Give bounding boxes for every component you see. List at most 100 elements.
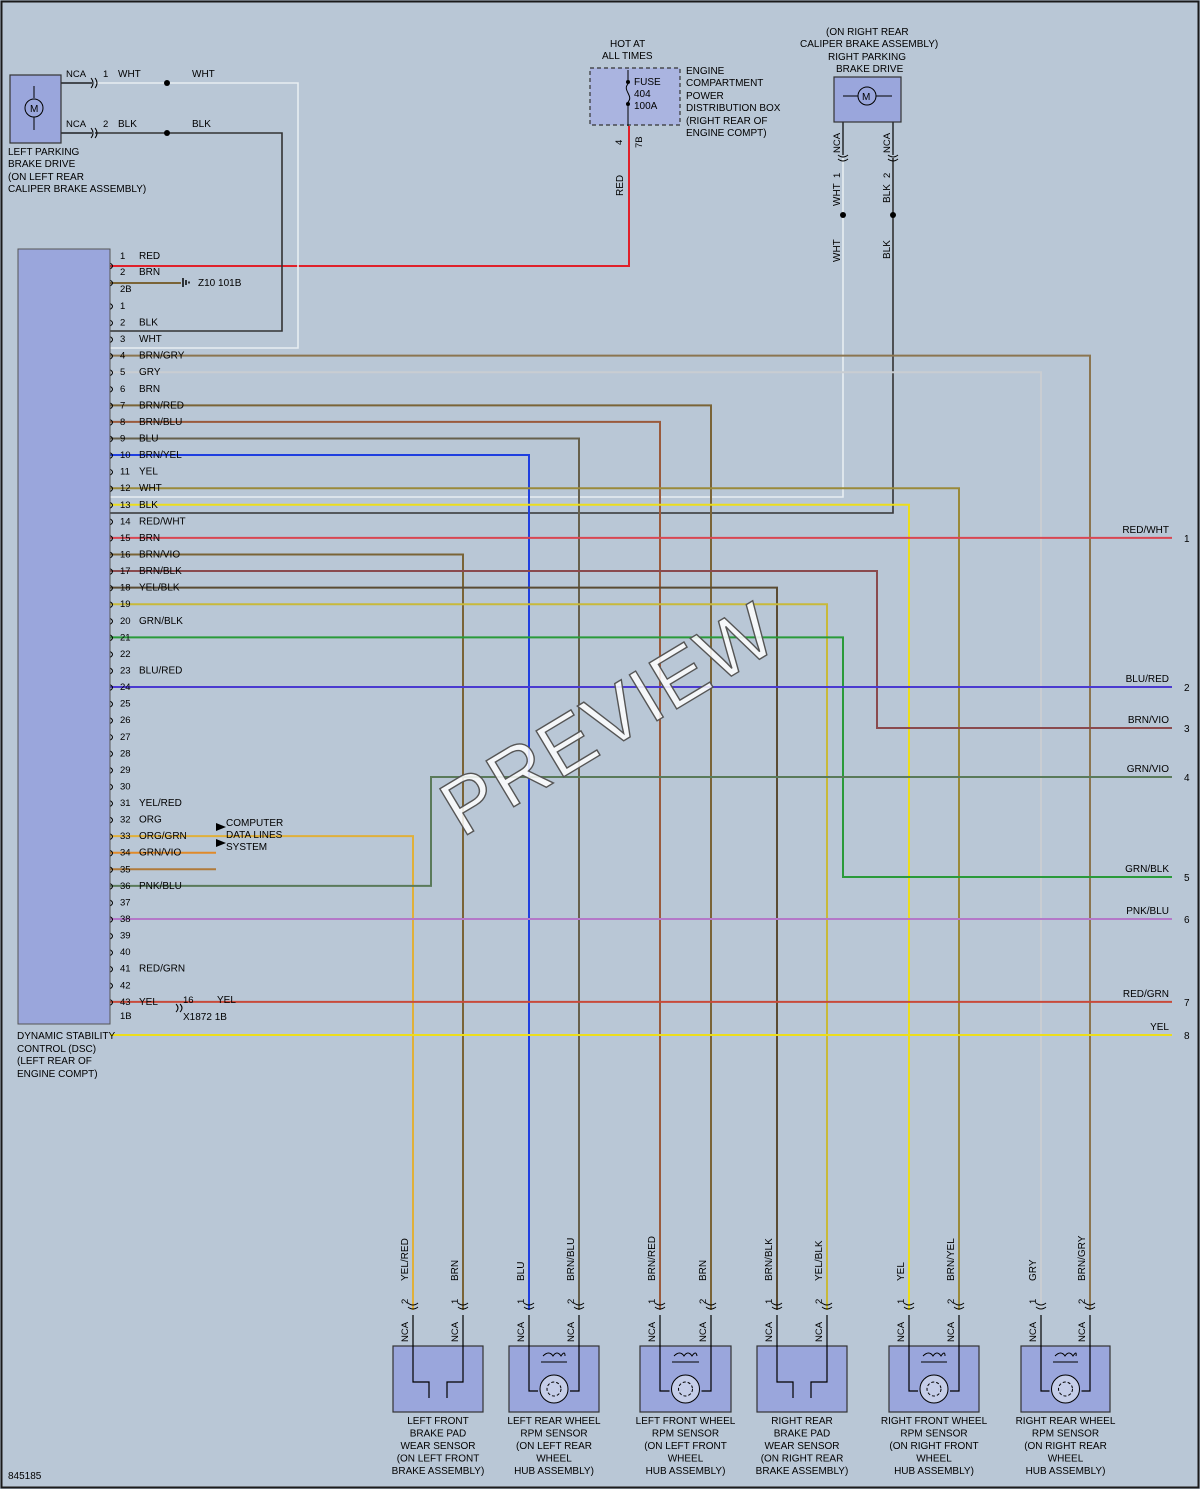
dsc-pin-number: 12: [120, 483, 131, 494]
sensor-label: LEFT FRONT: [407, 1416, 468, 1427]
dsc-pin-wire: GRY: [139, 367, 161, 378]
dsc-pin-number: 19: [120, 599, 131, 610]
sensor-nca: NCA: [1077, 1321, 1088, 1342]
dsc-module-body: [17, 248, 111, 1025]
dsc-pin-number: 6: [120, 384, 125, 395]
pin-stub: [109, 882, 113, 890]
data-line-arrow: [216, 839, 226, 847]
pin-stub: [109, 684, 113, 691]
svg-text:ENGINE COMPT): ENGINE COMPT): [686, 128, 767, 139]
wire-yel-rfw: [110, 503, 910, 1310]
pin-stub: [109, 352, 113, 360]
pin-stub: [109, 418, 113, 426]
sensor-label: (ON RIGHT FRONT: [889, 1441, 978, 1452]
svg-text:RED: RED: [615, 175, 626, 196]
dsc-pin-number: 28: [120, 748, 131, 759]
dsc-pin-number: 1: [120, 251, 125, 262]
sensor-wire: BRN: [450, 1260, 461, 1281]
dsc-pin-number: 5: [120, 367, 125, 378]
svg-text:BLK: BLK: [882, 184, 893, 203]
dsc-pin-wire: YEL/RED: [139, 798, 182, 809]
dsc-pin-number: 11: [120, 467, 130, 478]
dsc-pin-number: 29: [120, 765, 131, 776]
dsc-pin-wire: YEL/BLK: [139, 583, 180, 594]
sensor-wire: BRN/GRY: [1077, 1235, 1088, 1281]
dsc-pin-number: 4: [120, 351, 125, 362]
pin-stub: [109, 319, 113, 327]
svg-text:DISTRIBUTION BOX: DISTRIBUTION BOX: [686, 103, 781, 114]
pin-stub: [109, 551, 113, 559]
pin-stub: [109, 568, 113, 575]
sensor-label: LEFT REAR WHEEL: [507, 1416, 601, 1427]
x1872-connector: 16 YEL X1872 1B: [175, 995, 236, 1023]
computer-data-lines: COMPUTER DATA LINES SYSTEM: [216, 818, 283, 853]
pin-stub: [109, 402, 113, 410]
exit-number: 8: [1184, 1031, 1190, 1042]
sensor-nca: NCA: [400, 1321, 411, 1342]
dsc-pin-number: 17: [120, 566, 131, 577]
sensor-nca: NCA: [647, 1321, 658, 1342]
pin-stub: [109, 899, 113, 907]
sensor-pin: 2: [566, 1299, 577, 1304]
sensor-label: WEAR SENSOR: [400, 1441, 475, 1452]
sensor-label: HUB ASSEMBLY): [894, 1466, 974, 1477]
dsc-pin-number: 7: [120, 400, 125, 411]
sensor-wire: GRY: [1028, 1259, 1039, 1281]
dsc-pin-number: 26: [120, 715, 131, 726]
pin-stub: [109, 617, 113, 625]
exit-number: 4: [1184, 773, 1190, 784]
dsc-pin-number: 40: [120, 947, 131, 958]
connector-chevron: [90, 77, 98, 89]
sensor-label: RPM SENSOR: [520, 1429, 587, 1440]
sensor-wire: BRN: [698, 1260, 709, 1281]
wires-layer: [61, 77, 1172, 1310]
splice-dot: [164, 80, 170, 86]
sensor-pin: 2: [814, 1299, 825, 1304]
pin-stub: [109, 932, 113, 940]
sensor-nca: NCA: [698, 1321, 709, 1342]
sensor-label: HUB ASSEMBLY): [1026, 1466, 1106, 1477]
wire-gry: [110, 371, 1042, 1310]
dsc-pin-wire: BLU: [139, 433, 158, 444]
svg-text:X1872 1B: X1872 1B: [183, 1012, 227, 1023]
svg-text:NCA: NCA: [882, 132, 893, 153]
sensor-label: RIGHT FRONT WHEEL: [881, 1416, 988, 1427]
pin-stub: [109, 369, 113, 377]
sensor-pin: 1: [516, 1299, 527, 1304]
svg-text:(LEFT REAR OF: (LEFT REAR OF: [17, 1056, 92, 1067]
dsc-pin-wire: BRN/BLK: [139, 566, 182, 577]
svg-text:NCA: NCA: [66, 69, 87, 80]
dsc-pin-number: 14: [120, 516, 131, 527]
right-parking-brake-drive: (ON RIGHT REAR CALIPER BRAKE ASSEMBLY) R…: [800, 27, 938, 262]
exit-wire-label: GRN/VIO: [1127, 764, 1169, 775]
svg-text:COMPUTER: COMPUTER: [226, 818, 283, 829]
sensor-pin: 2: [1077, 1299, 1088, 1304]
pin-stub: [109, 982, 113, 990]
dsc-pin-wire: BLK: [139, 500, 158, 511]
sensor-label: LEFT FRONT WHEEL: [636, 1416, 736, 1427]
sensor-nca: NCA: [566, 1321, 577, 1342]
dsc-pin-number: 2: [120, 267, 125, 278]
wire-grn-blk: [110, 636, 1172, 878]
exit-number: 3: [1184, 724, 1190, 735]
svg-text:ALL TIMES: ALL TIMES: [602, 51, 653, 62]
svg-text:POWER: POWER: [686, 91, 724, 102]
dsc-pin-wire: BLK: [139, 318, 158, 329]
svg-text:COMPARTMENT: COMPARTMENT: [686, 78, 763, 89]
dsc-pin-wire: ORG/GRN: [139, 831, 187, 842]
wire-wht-left-motor: [95, 82, 299, 349]
sensor-wire: BRN/BLK: [764, 1238, 775, 1281]
svg-text:4: 4: [614, 140, 625, 145]
sensor-pin: 2: [946, 1299, 957, 1304]
sensor-pin: 1: [896, 1299, 907, 1304]
exit-wire-label: YEL: [1150, 1022, 1169, 1033]
wire-blk-left-motor: [95, 132, 283, 332]
pin-stub: [109, 385, 113, 393]
dsc-pin-number: 13: [120, 500, 131, 511]
sensor-label: WHEEL: [1048, 1454, 1084, 1465]
svg-text:RIGHT PARKING: RIGHT PARKING: [828, 52, 906, 63]
svg-text:BRAKE DRIVE: BRAKE DRIVE: [836, 64, 904, 75]
